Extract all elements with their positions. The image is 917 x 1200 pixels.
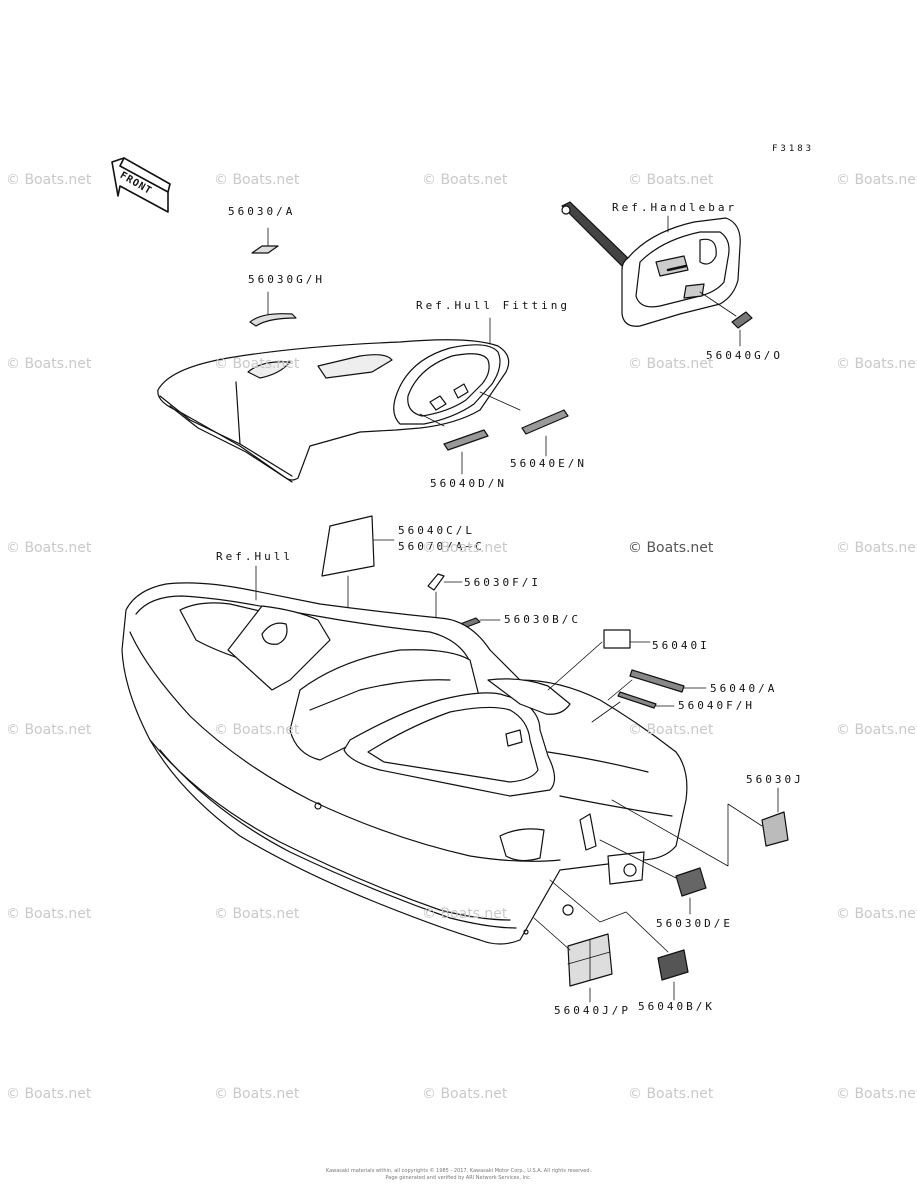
watermark: © Boats.net <box>836 172 917 188</box>
watermark: © Boats.net <box>836 1086 917 1102</box>
decal-56040-en <box>521 409 569 435</box>
label-56040-dn: 56040D/N <box>430 477 507 490</box>
label-ref-handlebar: Ref.Handlebar <box>612 201 738 214</box>
label-ref-hull: Ref.Hull <box>216 550 293 563</box>
watermark: © Boats.net <box>836 540 917 556</box>
label-56040-jp: 56040J/P <box>554 1004 631 1017</box>
label-56030-de: 56030D/E <box>656 917 733 930</box>
copyright-line-2: Page generated and verified by ARI Netwo… <box>385 1175 532 1181</box>
decal-56030-fi <box>427 573 445 591</box>
front-arrow-icon <box>111 157 171 213</box>
watermark: © Boats.net <box>214 722 300 738</box>
watermark: © Boats.net <box>422 906 508 922</box>
label-56030-a: 56030/A <box>228 205 296 218</box>
watermark: © Boats.net <box>836 722 917 738</box>
decal-56040-dn <box>443 429 489 451</box>
seat-hull-fitting-part <box>157 339 510 483</box>
label-56070-ac: 56070/A~C <box>398 540 485 553</box>
watermark: © Boats.net <box>422 172 508 188</box>
watermark: © Boats.net <box>6 1086 92 1102</box>
decal-56040-fh <box>617 691 657 709</box>
watermark: © Boats.net <box>628 356 714 372</box>
label-56040-fh: 56040F/H <box>678 699 755 712</box>
decal-56040-cl <box>321 515 375 577</box>
watermark: © Boats.net <box>422 1086 508 1102</box>
label-56040-en: 56040E/N <box>510 457 587 470</box>
watermark: © Boats.net <box>214 172 300 188</box>
decal-56040-bk <box>657 949 689 981</box>
decal-56030-a <box>251 245 279 254</box>
watermark: © Boats.net <box>6 172 92 188</box>
watermark: © Boats.net <box>836 906 917 922</box>
label-56040-i: 56040I <box>652 639 710 652</box>
decal-56040-a <box>629 669 685 693</box>
label-56030-bc: 56030B/C <box>504 613 581 626</box>
copyright-line-1: Kawasaki materials within, all copyright… <box>325 1168 592 1174</box>
watermark: © Boats.net <box>628 540 714 556</box>
watermark: © Boats.net <box>214 1086 300 1102</box>
watermark: © Boats.net <box>6 540 92 556</box>
watermark: © Boats.net <box>628 172 714 188</box>
decal-56040-go <box>731 311 753 329</box>
watermark: © Boats.net <box>214 356 300 372</box>
watermark: © Boats.net <box>6 356 92 372</box>
hull-part <box>121 582 688 945</box>
label-56040-cl: 56040C/L <box>398 524 475 537</box>
label-56040-a: 56040/A <box>710 682 778 695</box>
label-56030-fi: 56030F/I <box>464 576 541 589</box>
label-56030-j: 56030J <box>746 773 804 786</box>
label-56040-go: 56040G/O <box>706 349 783 362</box>
label-56030-gh: 56030G/H <box>248 273 325 286</box>
label-ref-hull-fitting: Ref.Hull Fitting <box>416 299 570 312</box>
watermark: © Boats.net <box>628 1086 714 1102</box>
decal-56030-j <box>761 811 789 847</box>
decal-56030-gh <box>249 313 297 327</box>
decal-56030-de <box>675 867 707 897</box>
watermark: © Boats.net <box>214 906 300 922</box>
decal-56040-i <box>603 629 631 649</box>
watermark: © Boats.net <box>6 906 92 922</box>
watermark: © Boats.net <box>6 722 92 738</box>
watermark: © Boats.net <box>422 540 508 556</box>
watermark: © Boats.net <box>836 356 917 372</box>
handlebar-part <box>561 201 741 327</box>
label-56040-bk: 56040B/K <box>638 1000 715 1013</box>
watermark: © Boats.net <box>628 722 714 738</box>
figure-code: F3183 <box>772 144 815 154</box>
